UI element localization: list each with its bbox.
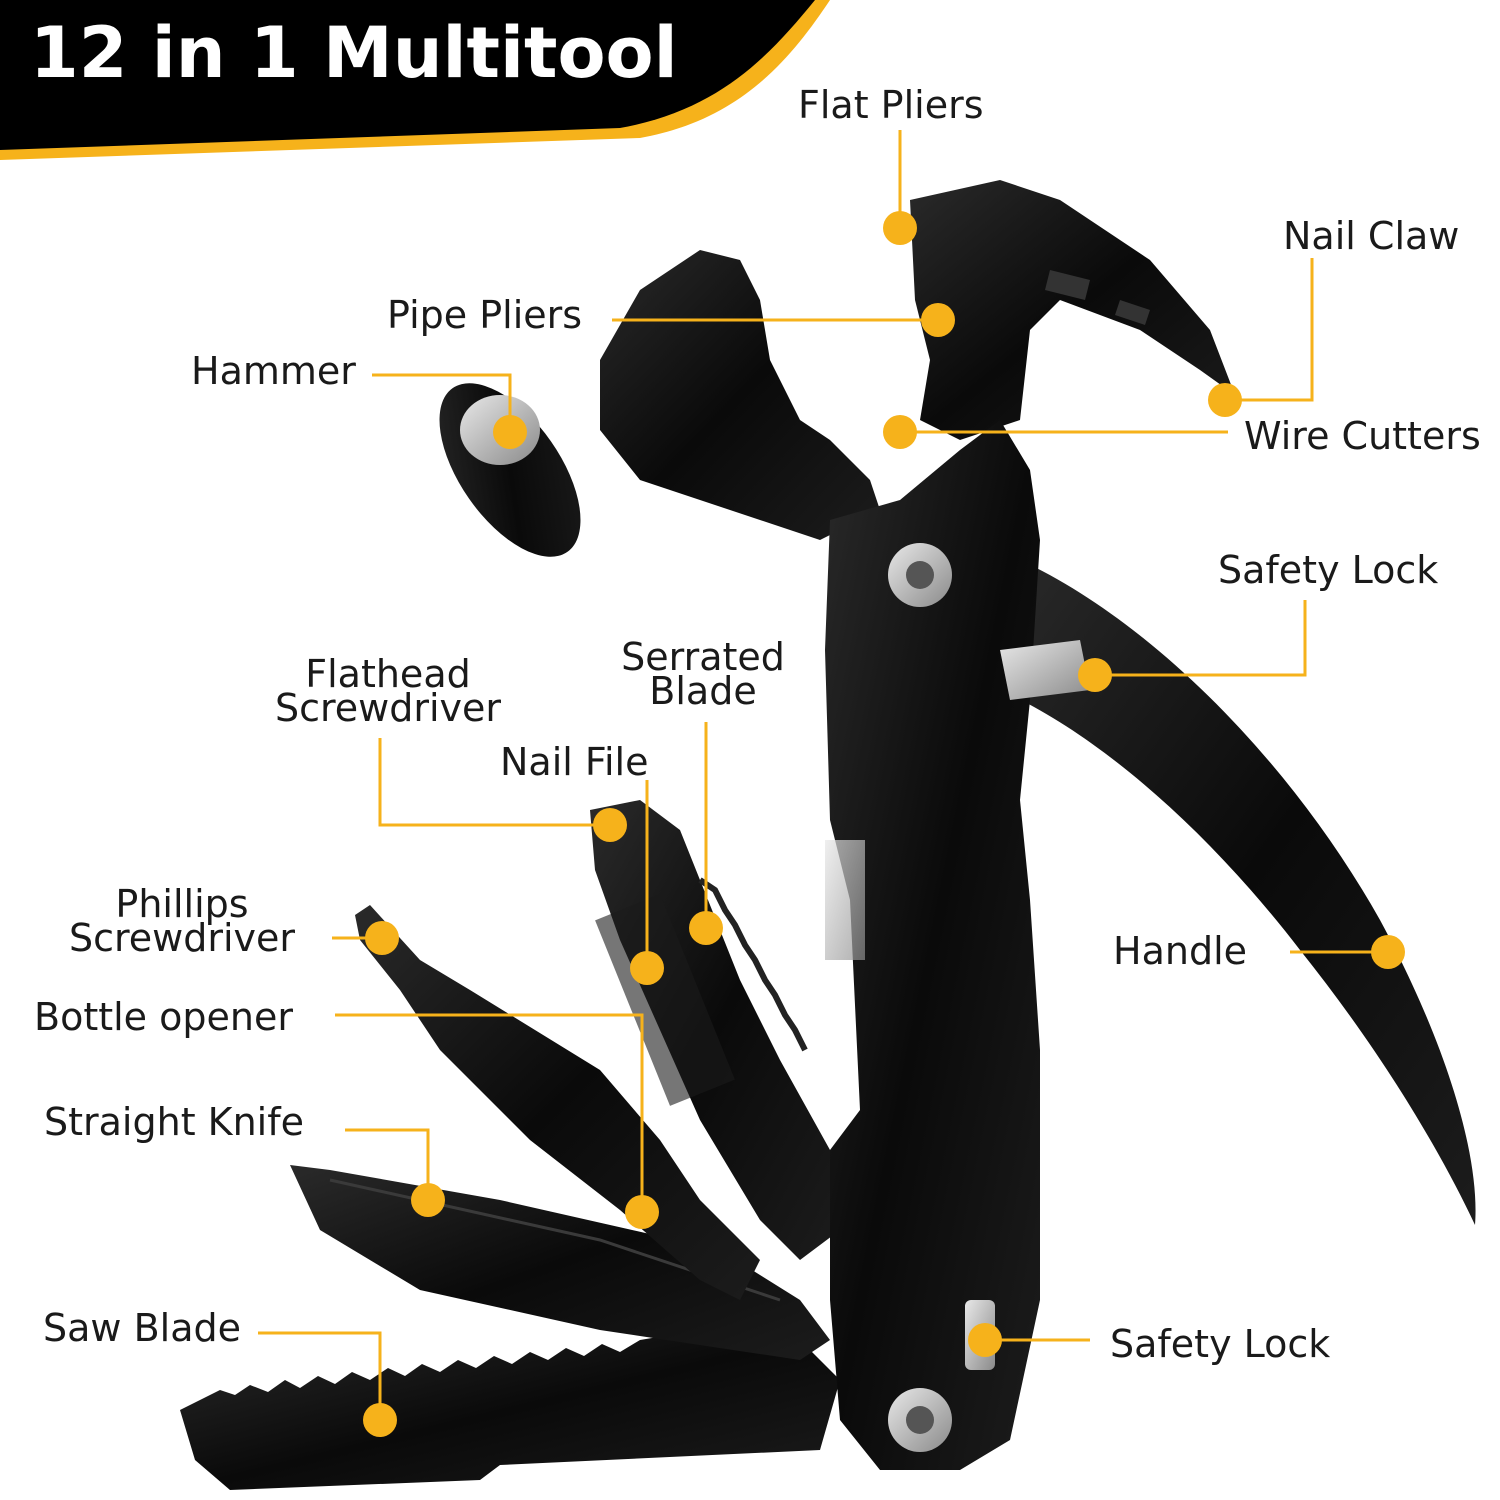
hammer-head-shape [439,250,880,557]
label-phillips-line2: Screwdriver [68,916,296,960]
label-flat-pliers: Flat Pliers [798,83,984,127]
title-banner [0,0,830,160]
label-nail-claw: Nail Claw [1283,214,1460,258]
saw-blade-shape [180,1330,840,1490]
label-saw-blade: Saw Blade [43,1306,241,1350]
label-bottle-opener: Bottle opener [34,995,293,1039]
label-flathead-line2: Screwdriver [274,686,502,730]
label-safety-lock-bottom: Safety Lock [1110,1322,1331,1366]
phillips-screwdriver-shape [355,905,760,1300]
label-nail-file: Nail File [500,740,649,784]
label-safety-lock-top: Safety Lock [1218,548,1439,592]
flathead-screwdriver-shape [590,800,840,1260]
handle-shape [1000,560,1476,1225]
label-flathead-screwdriver: Flathead Screwdriver [266,652,510,730]
label-phillips-line1: Phillips [115,882,249,926]
label-handle: Handle [1113,929,1248,973]
label-pipe-pliers: Pipe Pliers [387,293,583,337]
label-flathead-line1: Flathead [305,652,471,696]
label-phillips-screwdriver: Phillips Screwdriver [60,882,304,960]
label-straight-knife: Straight Knife [44,1100,304,1144]
label-serrated-blade: Serrated Blade [612,635,794,713]
label-hammer: Hammer [191,349,356,393]
label-serrated-blade-line1: Serrated [621,635,785,679]
page-title: 12 in 1 Multitool [30,12,678,94]
label-serrated-blade-line2: Blade [649,669,757,713]
pliers-jaw-shape [910,180,1235,440]
label-wire-cutters: Wire Cutters [1244,414,1481,458]
callout-leaders [258,130,1388,1420]
tool-body-shape [825,420,1090,1470]
callout-dots [363,211,1405,1437]
